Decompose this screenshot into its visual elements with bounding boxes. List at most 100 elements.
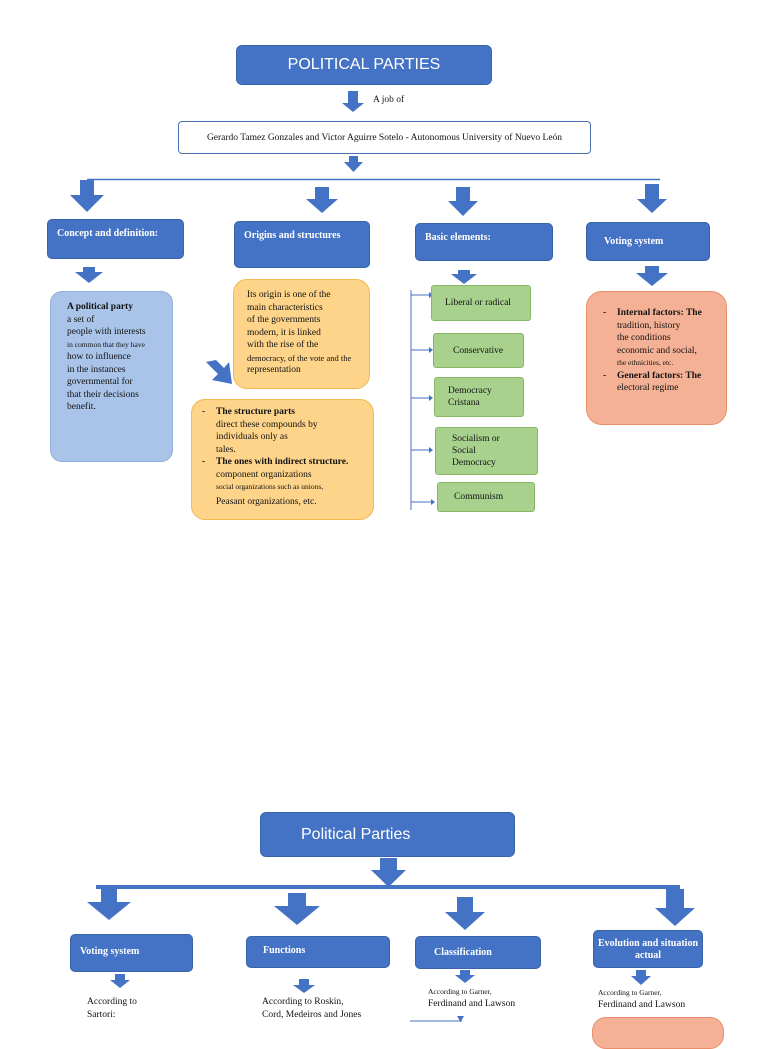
voting-line: tradition, history [617, 320, 681, 331]
p2-category-voting-label: Voting system [80, 946, 140, 957]
page-title-text: POLITICAL PARTIES [287, 56, 441, 73]
voting-general-title: General factors: The [617, 370, 702, 381]
page2-title-text: Political Parties [301, 825, 411, 843]
arrow-down-icon [306, 187, 338, 213]
arrow-down-icon [457, 1016, 464, 1022]
category-origins: Origins and structures [234, 221, 370, 268]
element-cd-label: Cristana [448, 398, 480, 408]
p2-evolution-text: According to Garner, Ferdinand and Lawso… [598, 986, 685, 1012]
element-christian-democracy: Democracy Cristana [434, 377, 524, 417]
concept-line: that their decisions [67, 389, 139, 400]
curved-arrow-icon [206, 360, 232, 384]
p2-category-evolution-label: actual [634, 950, 662, 961]
p2-category-classification-label: Classification [434, 947, 492, 958]
arrow-down-icon [451, 270, 477, 284]
p2-functions-line: According to Roskin, [262, 997, 344, 1007]
origins-line: democracy, of the vote and the [247, 352, 352, 363]
voting-general-factors: General factors: The electoral regime [601, 370, 720, 395]
structure-line: direct these compounds by [216, 419, 318, 430]
arrow-down-icon [75, 267, 103, 283]
voting-line: the conditions [617, 333, 671, 343]
origins-box: Its origin is one of the main characteri… [233, 279, 370, 389]
element-conservative: Conservative [433, 333, 524, 368]
job-label: A job of [373, 95, 405, 105]
voting-line: electoral regime [617, 383, 679, 393]
arrow-down-icon [371, 858, 406, 887]
p2-evolution-line: Ferdinand and Lawson [598, 1000, 686, 1010]
origins-line: of the governments [247, 315, 321, 325]
arrow-down-icon [448, 187, 478, 216]
p2-functions-text: According to Roskin, Cord, Medeiros and … [262, 996, 361, 1021]
arrow-down-icon [637, 184, 667, 213]
voting-factors-box: Internal factors: The tradition, history… [586, 291, 727, 425]
origins-line: with the rise of the [247, 340, 319, 350]
p2-functions-line: Cord, Medeiros and Jones [262, 1009, 362, 1020]
structure-item-indirect: The ones with indirect structure. compon… [200, 456, 365, 508]
origins-line: representation [247, 365, 301, 375]
category-voting-system: Voting system [586, 222, 710, 261]
origins-line: modern, it is linked [247, 327, 321, 338]
page2-title: Political Parties [260, 812, 515, 857]
p2-category-voting: Voting system [70, 934, 193, 972]
structure-direct-title: The structure parts [216, 407, 295, 417]
p2-voting-line: According to [87, 997, 137, 1007]
category-concept: Concept and definition: [47, 219, 184, 259]
arrow-down-icon [110, 974, 130, 988]
element-conservative-label: Conservative [453, 345, 504, 356]
concept-definition-box: A political party a set of people with i… [50, 291, 173, 462]
p2-category-functions: Functions [246, 936, 390, 968]
structure-box: The structure parts direct these compoun… [191, 399, 374, 520]
concept-line: governmental for [67, 377, 133, 387]
arrow-down-icon [342, 91, 364, 112]
p2-classification-small: According to Garner, [428, 987, 492, 996]
concept-line: in common that they have [67, 339, 145, 349]
concept-line: people with interests [67, 327, 146, 337]
connectors-layer [70, 91, 695, 1022]
origins-line: Its origin is one of the [247, 290, 331, 300]
p2-category-evolution-label: Evolution and situation [597, 938, 699, 949]
concept-bold: A political party [67, 302, 133, 312]
voting-internal-factors: Internal factors: The tradition, history… [601, 307, 720, 370]
element-communism: Communism [437, 482, 535, 512]
p2-classification-line: Ferdinand and Lawson [428, 999, 516, 1009]
element-socialism: Socialism or Social Democracy [435, 427, 538, 475]
arrow-down-icon [631, 970, 651, 985]
voting-line: economic and social, [617, 345, 697, 356]
concept-line: in the instances [67, 364, 126, 375]
arrow-down-icon [293, 979, 315, 993]
element-liberal: Liberal or radical [431, 285, 531, 321]
arrow-down-icon [445, 897, 485, 930]
p2-evolution-box-partial [592, 1017, 724, 1049]
element-cd-label: Democracy [448, 386, 492, 396]
element-communism-label: Communism [454, 492, 504, 502]
page-title: POLITICAL PARTIES [236, 45, 492, 85]
arrow-down-icon [274, 893, 320, 925]
category-voting-system-label: Voting system [604, 236, 664, 247]
element-liberal-label: Liberal or radical [445, 298, 511, 308]
arrow-down-icon [455, 970, 475, 983]
arrow-down-icon [70, 180, 104, 212]
element-socialism-label: Socialism or Social [452, 434, 500, 456]
p2-voting-text: According to Sartori: [87, 996, 137, 1021]
p2-voting-line: Sartori: [87, 1009, 116, 1020]
authors-box: Gerardo Tamez Gonzales and Victor Aguirr… [178, 121, 591, 154]
p2-category-functions-label: Functions [263, 945, 306, 956]
p2-category-evolution: Evolution and situation actual [593, 930, 703, 968]
voting-line: the ethnicities, etc. [617, 358, 674, 367]
structure-line: tales. [216, 444, 236, 455]
element-socialism-label: Democracy [452, 458, 496, 468]
origins-line: main characteristics [247, 302, 323, 313]
structure-item-direct: The structure parts direct these compoun… [200, 406, 365, 456]
category-origins-label: Origins and structures [244, 230, 341, 241]
p2-classification-text: According to Garner, Ferdinand and Lawso… [428, 985, 515, 1011]
concept-line: a set of [67, 314, 95, 325]
structure-line: component organizations [216, 469, 312, 480]
arrow-down-icon [344, 156, 363, 172]
structure-line: individuals only as [216, 432, 288, 442]
voting-internal-title: Internal factors: The [617, 308, 702, 318]
structure-line: Peasant organizations, etc. [216, 496, 317, 507]
category-basic-elements: Basic elements: [415, 223, 553, 261]
concept-line: benefit. [67, 402, 96, 412]
structure-indirect-title: The ones with indirect structure. [216, 457, 349, 467]
category-concept-label: Concept and definition: [57, 228, 159, 239]
